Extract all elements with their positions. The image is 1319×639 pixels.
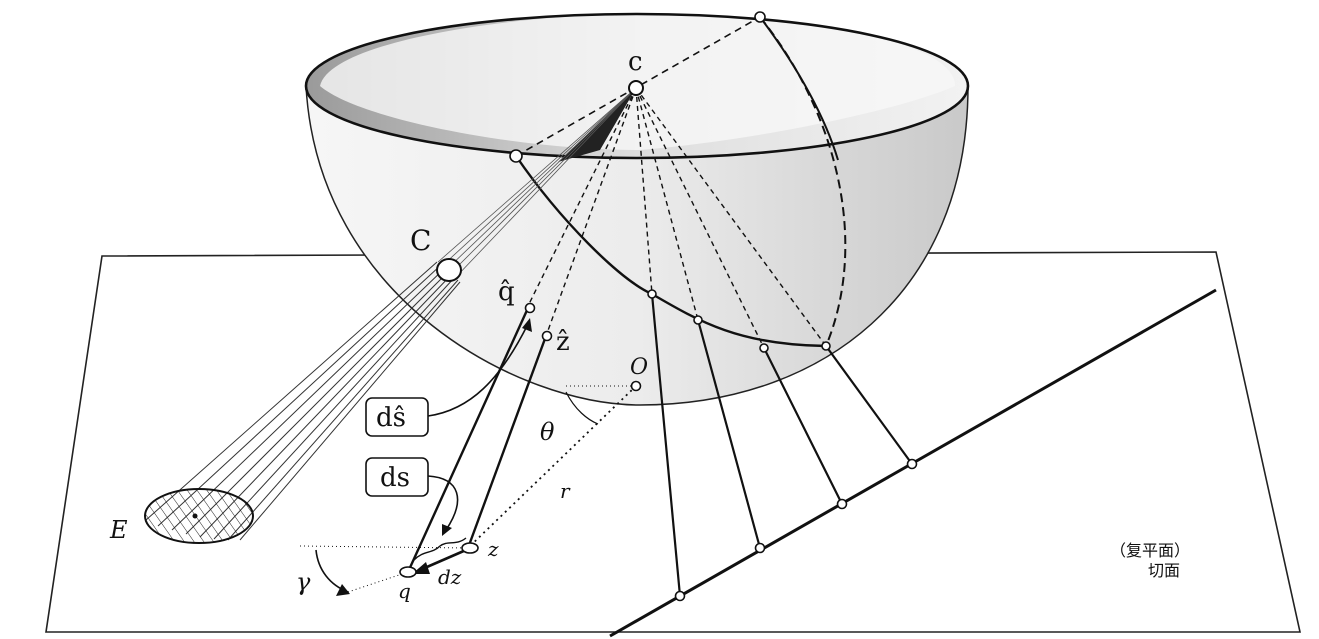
gamma-arrowhead: [336, 584, 350, 596]
hemisphere-outer-surface: [305, 85, 969, 406]
label-theta: θ: [540, 418, 555, 446]
label-d-s-hat: dŝ: [376, 403, 406, 433]
label-dz: dz: [438, 565, 462, 589]
point-plane-1: [674, 590, 686, 602]
label-origin-O: O: [630, 355, 648, 380]
projection-cylinder: [145, 261, 461, 541]
dshat-label-box: [365, 397, 429, 437]
point-c: [628, 80, 644, 96]
label-ellipse-E: E: [109, 516, 128, 544]
projection-lines-to-plane: [650, 293, 913, 597]
dshat-pointer-head: [522, 318, 532, 332]
theta-arc: [565, 391, 599, 425]
diameter-dashed: [515, 16, 761, 157]
ellipse-E: [144, 488, 254, 544]
point-sphere-3: [759, 343, 769, 353]
label-gamma: γ: [296, 568, 311, 596]
ds-pointer-head: [442, 524, 452, 536]
label-z-hat: ẑ: [556, 327, 570, 357]
point-plane-4: [906, 458, 918, 470]
point-rim-left: [509, 149, 523, 163]
label-d-s: ds: [380, 463, 410, 493]
point-plane-2: [754, 542, 766, 554]
point-zhat: [541, 330, 553, 342]
point-rim-top: [754, 11, 766, 23]
point-q: [399, 566, 417, 578]
hemisphere-rim: [304, 12, 970, 160]
point-sphere-2: [693, 315, 703, 325]
label-plane-caption-2: 切面: [1148, 561, 1180, 580]
point-O: [630, 380, 642, 392]
ds-label-box: [365, 457, 429, 497]
gamma-reference-line: [299, 545, 469, 549]
label-q: q: [398, 579, 411, 603]
circle-C: [436, 258, 462, 282]
gamma-reference-line-2: [347, 571, 409, 593]
label-plane-caption-1: （复平面）: [1110, 541, 1190, 560]
point-sphere-4: [821, 341, 831, 351]
dshat-pointer: [427, 323, 529, 417]
line-zhat-z: [466, 335, 548, 549]
label-radius-r: r: [560, 479, 571, 503]
point-sphere-1: [647, 289, 657, 299]
ds-brace: [413, 537, 467, 561]
ds-pointer: [427, 475, 459, 531]
dz-arrow-line: [419, 548, 467, 572]
label-sphere-center-c: c: [628, 47, 643, 77]
great-circle-arc-front: [759, 16, 839, 161]
point-qhat: [524, 302, 536, 314]
line-qhat-q: [406, 307, 530, 573]
dashed-rays: [527, 87, 827, 349]
projection-cone-rays: [437, 87, 637, 279]
ellipse-E-center-dot: [192, 513, 198, 519]
label-q-hat: q̂: [498, 277, 515, 307]
label-z: z: [487, 537, 499, 561]
point-z: [461, 542, 479, 554]
marked-points: [399, 11, 918, 602]
point-plane-3: [836, 498, 848, 510]
label-circle-C: C: [410, 224, 431, 257]
